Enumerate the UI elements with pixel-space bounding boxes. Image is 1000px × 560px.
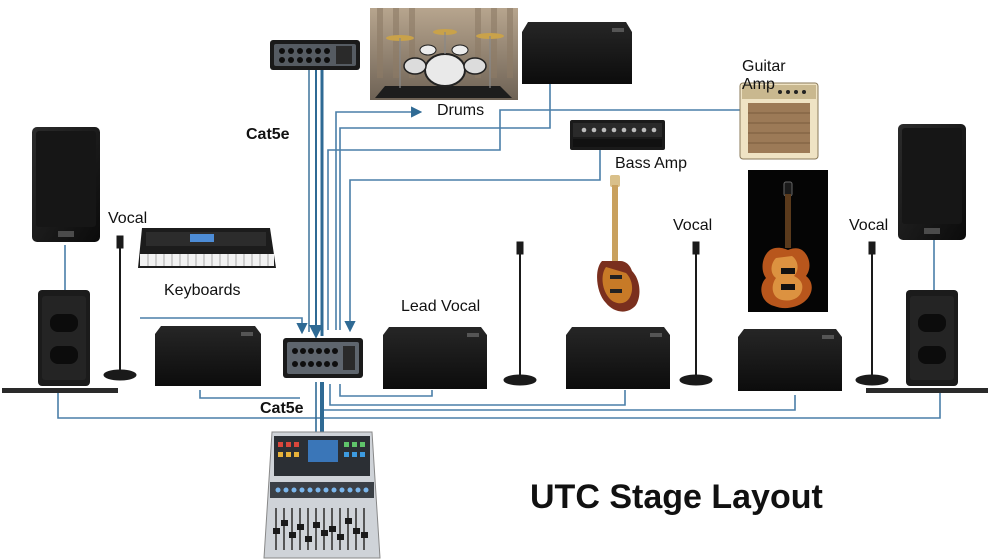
bass-amp-icon: [570, 120, 665, 150]
main-speaker-right: [898, 124, 966, 240]
label-vocal-left: Vocal: [108, 210, 148, 227]
cable-monitor-left: [199, 390, 300, 399]
cable-monitor-center: [329, 384, 626, 406]
label-vocal-right: Vocal: [849, 217, 889, 234]
label-guitar-amp-2: Amp: [742, 76, 775, 93]
label-bass-amp: Bass Amp: [615, 155, 688, 172]
stage-box-top: [270, 40, 360, 70]
electric-guitar-icon: [748, 170, 828, 312]
cable-guitar-amp: [327, 109, 760, 330]
mic-stand-right: [855, 241, 889, 386]
label-vocal-center: Vocal: [673, 217, 713, 234]
cable-sub-bus: [57, 390, 941, 419]
label-cat5e-top: Cat5e: [246, 126, 290, 143]
drum-monitor-icon: [522, 22, 632, 84]
stage-box-main: [283, 338, 363, 378]
drum-kit-icon: [370, 8, 518, 100]
mic-stand-lead: [503, 241, 537, 386]
main-speaker-left: [32, 127, 100, 242]
cable-bass-amp: [344, 140, 601, 333]
cat5e-trunk: [308, 60, 324, 432]
subwoofer-right: [906, 290, 958, 386]
floor-monitor-left: [155, 326, 261, 386]
floor-monitor-lead: [383, 327, 487, 389]
label-lead-vocal: Lead Vocal: [401, 298, 481, 315]
mic-stand-left: [103, 235, 137, 381]
cable-drum-monitor: [339, 80, 551, 330]
cable-drums-to-box: [335, 106, 423, 330]
label-cat5e-bottom: Cat5e: [260, 400, 304, 417]
mic-stand-icon: [103, 235, 889, 386]
label-guitar-amp-1: Guitar: [742, 58, 786, 75]
mixing-console-icon: [263, 431, 381, 559]
label-keyboards: Keyboards: [164, 282, 241, 299]
cable-runs: [57, 80, 941, 419]
floor-monitor-center: [566, 327, 670, 389]
cable-monitor-lead: [339, 384, 433, 397]
keyboard-synth-icon: [138, 228, 276, 268]
guitar-amp-icon: [739, 82, 819, 160]
page-title: UTC Stage Layout: [530, 478, 823, 516]
floor-monitor-right: [738, 329, 842, 391]
bass-guitar-icon: [597, 175, 640, 312]
subwoofer-left: [38, 290, 90, 386]
label-drums: Drums: [437, 102, 485, 119]
speaker-floor-stands: [2, 388, 988, 393]
mic-stand-center: [679, 241, 713, 386]
cable-keyboards: [140, 317, 308, 335]
